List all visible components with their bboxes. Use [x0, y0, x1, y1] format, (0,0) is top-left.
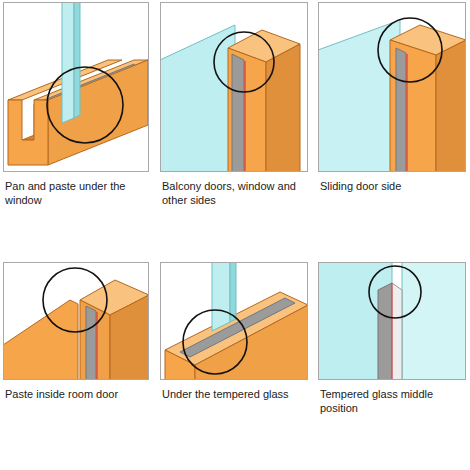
- illustration-panel: Tempered glass middle position: [318, 262, 466, 415]
- panel-frame: [3, 262, 149, 380]
- illustration-panel: Under the tempered glass: [160, 262, 308, 401]
- illustration-panel: Sliding door side: [318, 2, 466, 193]
- panel-grounds: [3, 2, 466, 380]
- panel-frame: [3, 2, 149, 172]
- panel-frame: [318, 262, 466, 380]
- sliding-door-frame: [318, 18, 466, 172]
- panel-frame: [160, 2, 308, 172]
- illustration-panel: Pan and paste under the window: [3, 2, 149, 207]
- panel-caption: Paste inside room door: [3, 387, 149, 401]
- balcony-door-frame: [160, 25, 300, 172]
- window-channel: [8, 2, 148, 165]
- panel-frame: [160, 262, 308, 380]
- panel-caption: Tempered glass middle position: [318, 387, 466, 415]
- illustration-panel: Paste inside room door: [3, 262, 149, 401]
- glass-base-channel: [165, 262, 308, 380]
- panel-caption: Balcony doors, window and other sides: [160, 179, 308, 207]
- room-door-frame: [3, 268, 149, 380]
- panel-caption: Under the tempered glass: [160, 387, 308, 401]
- glass-joint: [318, 262, 466, 380]
- panel-caption: Sliding door side: [318, 179, 466, 193]
- illustration-panel: Balcony doors, window and other sides: [160, 2, 308, 207]
- panel-frame: [318, 2, 466, 172]
- panel-caption: Pan and paste under the window: [3, 179, 149, 207]
